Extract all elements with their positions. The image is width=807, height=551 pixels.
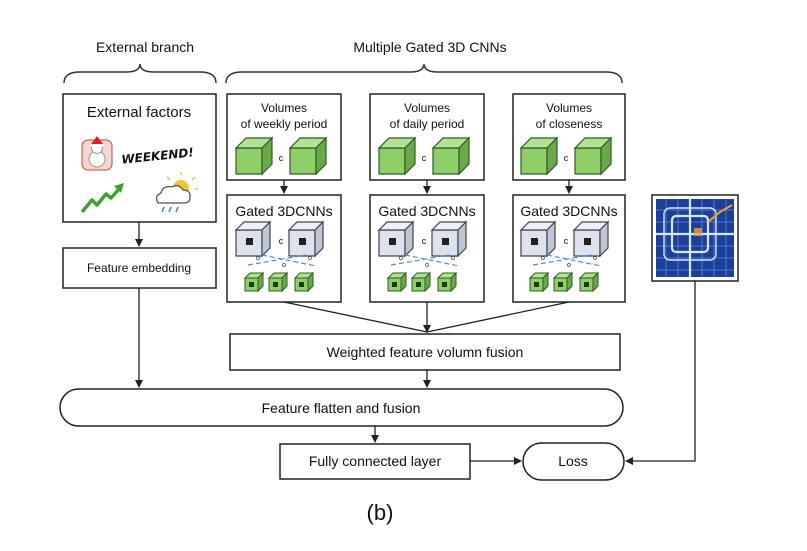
multiple-cnns-header: Multiple Gated 3D CNNs [353, 39, 506, 55]
concat-symbol: c [564, 236, 569, 246]
arrow-map-to-loss [625, 281, 696, 465]
volume-cube [378, 137, 416, 175]
volume-cube [235, 137, 273, 175]
small-symbol: o [541, 255, 545, 262]
volumes-weekly-line2: of weekly period [241, 117, 328, 131]
feature-embedding-label: Feature embedding [87, 261, 191, 275]
small-symbol: o [425, 262, 429, 269]
small-cube [294, 272, 314, 292]
gated-cube [235, 221, 271, 257]
concat-symbol: c [564, 153, 569, 163]
loss-label: Loss [558, 453, 588, 469]
small-symbol: o [282, 262, 286, 269]
weighted-fusion-label: Weighted feature volumn fusion [327, 344, 524, 360]
external-brace [63, 63, 217, 84]
growth-arrow-icon [80, 183, 124, 214]
small-cube [579, 272, 599, 292]
external-factors-title: External factors [87, 104, 191, 121]
gated-cube [288, 221, 324, 257]
small-cube [387, 272, 407, 292]
small-cube [411, 272, 431, 292]
gated-3dcnn-title: Gated 3DCNNs [520, 203, 617, 219]
gated-cube [378, 221, 414, 257]
small-cube [268, 272, 288, 292]
small-symbol: o [593, 255, 597, 262]
gated-3dcnn-title: Gated 3DCNNs [235, 203, 332, 219]
weather-icon [155, 172, 198, 213]
gated-cube [520, 221, 556, 257]
gated-3dcnn-title: Gated 3DCNNs [378, 203, 475, 219]
volumes-daily-line1: Volumes [404, 101, 450, 115]
small-symbol: o [308, 255, 312, 262]
small-cube [437, 272, 457, 292]
small-symbol: o [451, 255, 455, 262]
traffic-map-image [651, 194, 739, 282]
small-symbol: o [256, 255, 260, 262]
volumes-weekly-line1: Volumes [261, 101, 307, 115]
loss-box [522, 442, 625, 481]
gated-cube [431, 221, 467, 257]
volume-cube [574, 137, 612, 175]
gated-cube [573, 221, 609, 257]
small-cube [244, 272, 264, 292]
volume-cube [289, 137, 327, 175]
flatten-fusion-label: Feature flatten and fusion [262, 400, 421, 416]
concat-symbol: c [279, 153, 284, 163]
volume-cube [520, 137, 558, 175]
figure-caption: (b) [367, 500, 394, 525]
external-branch-header: External branch [96, 39, 194, 55]
flatten-fusion-box [59, 388, 624, 427]
volume-cube [432, 137, 470, 175]
small-cube [553, 272, 573, 292]
concat-symbol: c [422, 153, 427, 163]
small-cube [529, 272, 549, 292]
closeness-column: Volumes of closeness c Gated 3DCNNs c o … [512, 93, 626, 303]
daily-column: Volumes of daily period c Gated 3DCNNs c… [369, 93, 485, 303]
small-symbol: o [567, 262, 571, 269]
volumes-closeness-line2: of closeness [536, 117, 603, 131]
concat-symbol: c [422, 236, 427, 246]
volumes-daily-line2: of daily period [390, 117, 465, 131]
fully-connected-label: Fully connected layer [309, 453, 442, 469]
fully-connected-box [279, 443, 471, 480]
cnns-brace [225, 63, 623, 84]
weekly-column: Volumes of weekly period c Gated 3DCNNs … [226, 93, 342, 303]
converge-arrows [283, 301, 570, 333]
concat-symbol: c [279, 236, 284, 246]
feature-embedding-box [62, 247, 217, 289]
small-symbol: o [399, 255, 403, 262]
volumes-closeness-line1: Volumes [546, 101, 592, 115]
holiday-icon [81, 136, 113, 171]
weighted-fusion-box [229, 333, 621, 371]
